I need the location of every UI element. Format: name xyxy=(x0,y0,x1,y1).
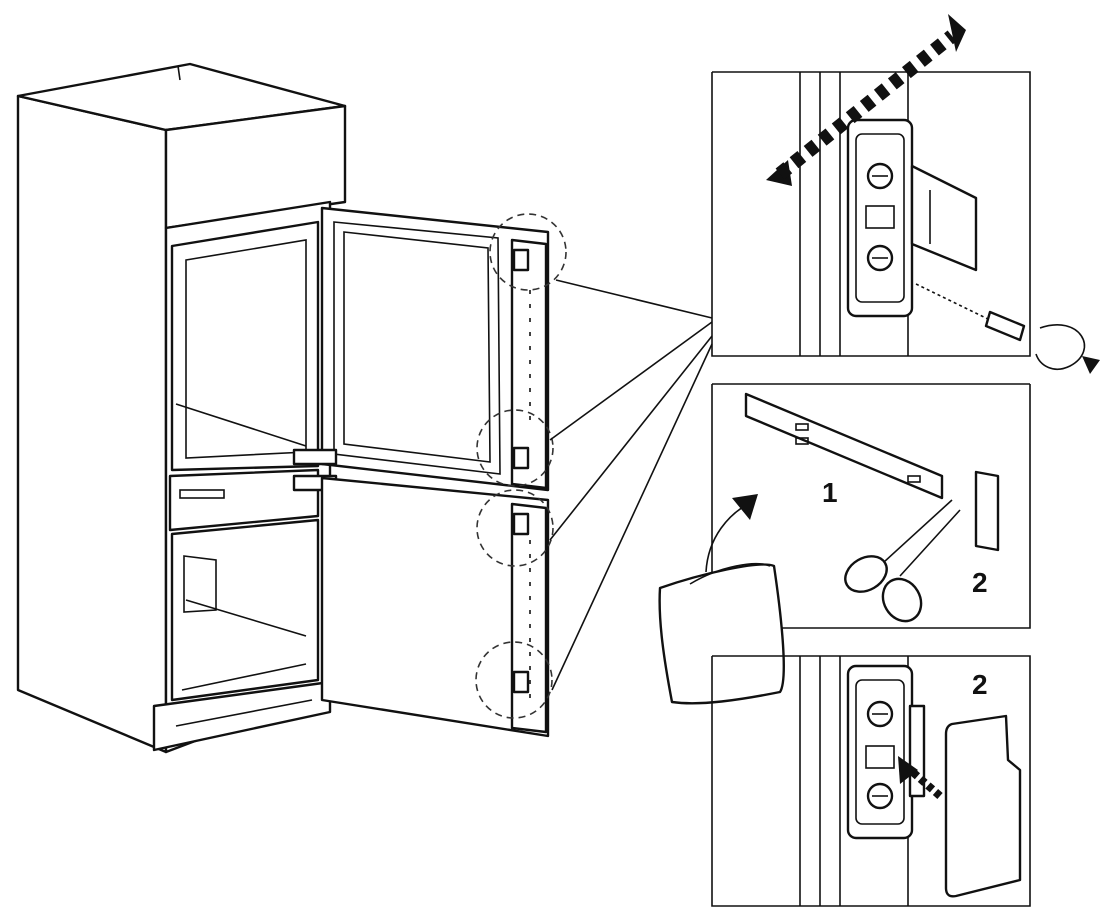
lower-door xyxy=(320,476,550,738)
part-label-2: 2 xyxy=(972,567,988,598)
upper-door xyxy=(320,206,550,492)
detail-panel-cover: 2 xyxy=(711,655,1031,907)
highlight-circles xyxy=(475,213,567,719)
parts-bag-icon xyxy=(658,494,785,705)
leader-lines xyxy=(549,279,713,691)
fridge-cabinet xyxy=(16,62,347,754)
scissors-icon xyxy=(844,499,961,623)
detail-panel-cut: 1 2 xyxy=(711,383,1031,629)
part-label-1: 1 xyxy=(822,477,838,508)
adjust-direction-arrow xyxy=(766,14,966,186)
part-label-2-cover: 2 xyxy=(972,669,988,700)
detail-panel-adjust xyxy=(711,14,1100,374)
